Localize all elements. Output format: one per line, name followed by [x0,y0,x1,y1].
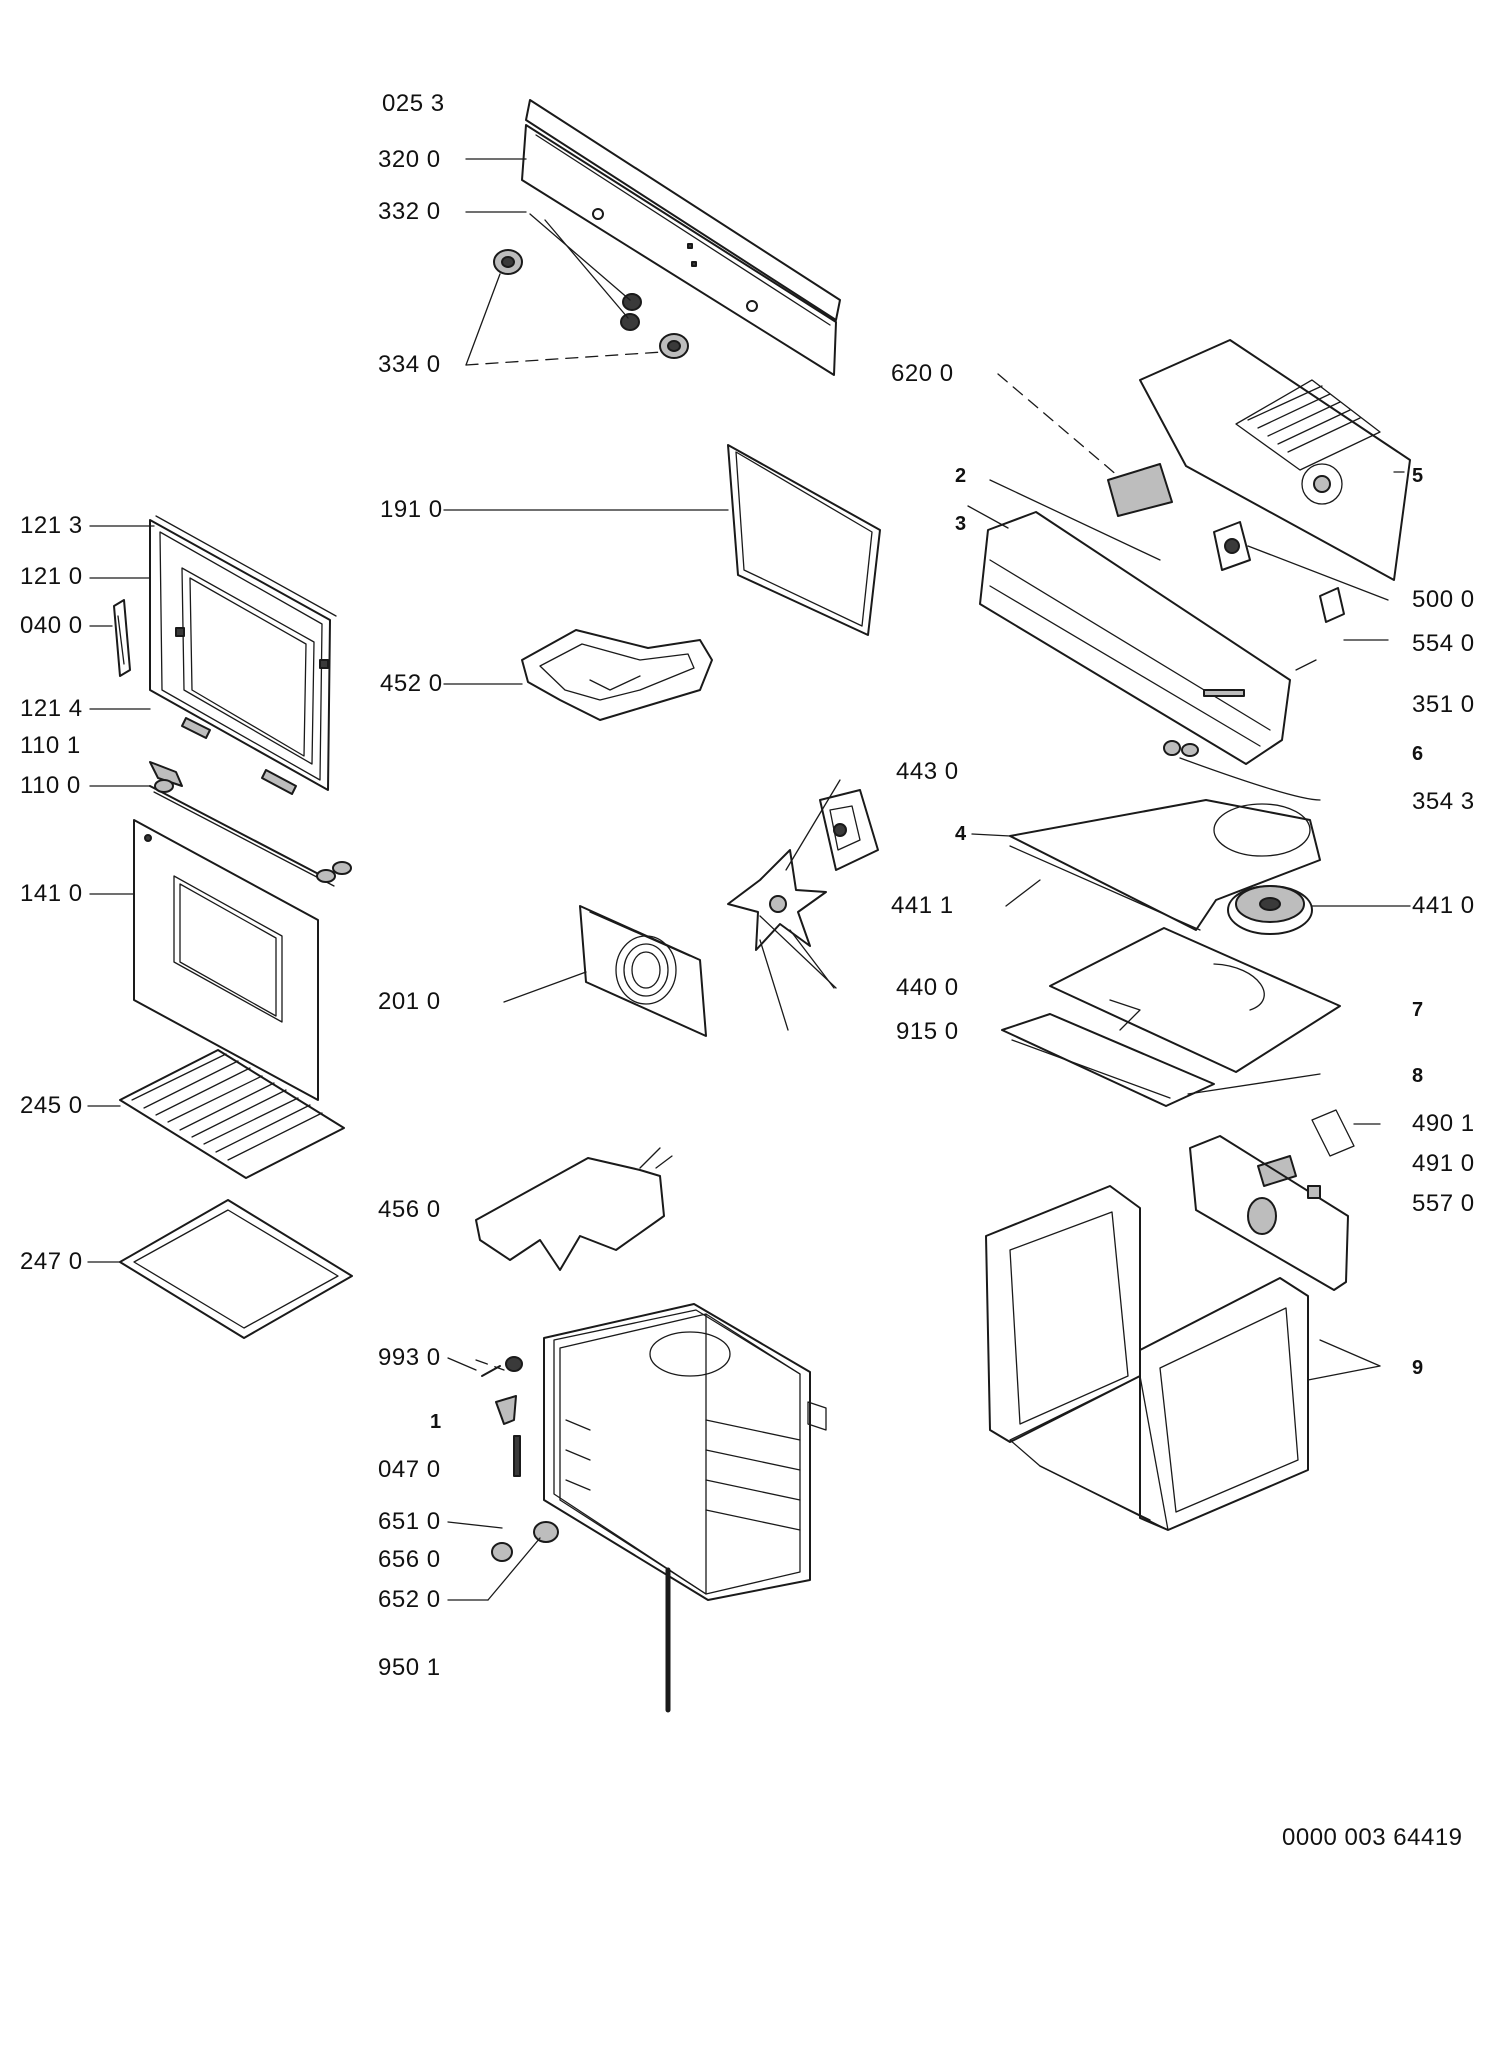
part-label-456-0: 456 0 [378,1196,441,1223]
part-label-121-3: 121 3 [20,512,83,539]
outer-door-frame [149,515,337,795]
ref-label-8: 8 [1412,1065,1424,1087]
top-cover [971,799,1321,931]
part-label-247-0: 247 0 [20,1248,83,1275]
part-label-651-0: 651 0 [378,1508,441,1535]
part-label-121-0: 121 0 [20,563,83,590]
cooling-fan-assembly [1139,339,1411,581]
baking-tray [87,1199,353,1339]
lamp-holder [1163,740,1321,801]
part-label-620-0: 620 0 [891,360,954,387]
ref-label-2: 2 [955,465,967,487]
insulation-plate [1049,927,1341,1073]
part-label-554-0: 554 0 [1412,630,1475,657]
part-label-201-0: 201 0 [378,988,441,1015]
fan-motor [759,779,879,1031]
part-label-332-0: 332 0 [378,198,441,225]
panel-leader-lines [465,158,663,366]
part-label-354-3: 354 3 [1412,788,1475,815]
ref-label-7: 7 [1412,999,1424,1021]
part-label-500-0: 500 0 [1412,586,1475,613]
part-label-443-0: 443 0 [896,758,959,785]
part-label-915-0: 915 0 [896,1018,959,1045]
part-label-191-0: 191 0 [380,496,443,523]
part-label-440-0: 440 0 [896,974,959,1001]
part-label-351-0: 351 0 [1412,691,1475,718]
door-frame-leader-lines [89,525,155,710]
ref-label-9: 9 [1412,1357,1424,1379]
ref-label-4: 4 [955,823,967,845]
part-label-040-0: 040 0 [20,612,83,639]
part-label-652-0: 652 0 [378,1586,441,1613]
part-label-452-0: 452 0 [380,670,443,697]
control-panel [521,99,841,376]
part-label-950-1: 950 1 [378,1654,441,1681]
part-label-490-1: 490 1 [1412,1110,1475,1137]
part-label-557-0: 557 0 [1412,1190,1475,1217]
ref-label-1: 1 [430,1411,442,1433]
part-label-121-4: 121 4 [20,695,83,722]
upper-heating-element [443,629,713,721]
door-gasket [443,444,881,636]
wire-rack [87,1049,345,1179]
oven-cavity [543,1303,827,1601]
part-label-441-1: 441 1 [891,892,954,919]
part-label-110-0: 110 0 [20,772,81,799]
bottom-trim [1001,1013,1321,1107]
part-label-110-1: 110 1 [20,732,81,759]
ref-label-3: 3 [955,513,967,535]
rear-connector-parts [1189,1109,1381,1291]
control-knobs [493,249,689,359]
part-label-993-0: 993 0 [378,1344,441,1371]
fan-wheel [1227,885,1411,935]
part-label-320-0: 320 0 [378,146,441,173]
fan-blade [727,849,827,951]
control-module-parts [997,373,1389,671]
document-code: 0000 003 64419 [1282,1824,1463,1851]
door-glass-panel [89,819,319,1101]
part-label-047-0: 047 0 [378,1456,441,1483]
part-label-245-0: 245 0 [20,1092,83,1119]
door-hinge-left [113,599,131,677]
part-label-334-0: 334 0 [378,351,441,378]
part-label-025-3: 025 3 [382,90,445,117]
lower-heating-element [475,1147,673,1271]
fan-cover [503,905,707,1037]
part-label-441-0: 441 0 [1412,892,1475,919]
ref-label-6: 6 [1412,743,1424,765]
front-frame [967,479,1291,765]
ref-label-5: 5 [1412,465,1424,487]
cavity-small-parts [447,1356,559,1601]
part-label-141-0: 141 0 [20,880,83,907]
outer-casing [985,1185,1381,1531]
hinge-rod [89,761,352,887]
part-label-491-0: 491 0 [1412,1150,1475,1177]
part-label-656-0: 656 0 [378,1546,441,1573]
